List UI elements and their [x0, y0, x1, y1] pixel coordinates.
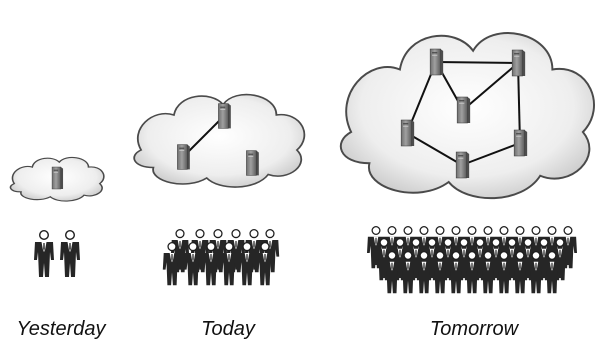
person-icon — [447, 250, 465, 294]
network-link — [406, 132, 463, 166]
servers-layer — [51, 48, 528, 190]
person-icon — [237, 241, 257, 286]
person-icon — [34, 229, 54, 277]
server-icon — [456, 96, 471, 124]
label-today: Today — [201, 318, 255, 340]
network-link — [462, 62, 519, 111]
label-yesterday: Yesterday — [16, 318, 106, 340]
server-icon — [400, 119, 415, 147]
server-icon — [429, 48, 444, 76]
network-link — [461, 142, 521, 166]
network-link — [517, 62, 521, 144]
person-icon — [415, 250, 433, 294]
server-icon — [511, 49, 526, 77]
person-icon — [431, 250, 449, 294]
network-link — [435, 61, 519, 64]
network-link — [182, 115, 225, 158]
label-tomorrow: Tomorrow — [429, 318, 519, 340]
person-icon — [511, 250, 529, 294]
person-icon — [495, 250, 513, 294]
server-icon — [513, 129, 528, 157]
person-icon — [219, 241, 239, 286]
person-icon — [255, 241, 275, 286]
server-icon — [177, 144, 190, 170]
server-icon — [218, 103, 231, 129]
person-icon — [527, 250, 545, 294]
person-icon — [463, 250, 481, 294]
person-icon — [183, 241, 203, 286]
person-icon — [543, 250, 561, 294]
network-links-today — [182, 115, 225, 158]
cloud-today — [133, 93, 306, 188]
person-icon — [60, 229, 80, 277]
server-icon — [455, 151, 470, 179]
person-icon — [383, 250, 401, 294]
server-icon — [246, 150, 259, 176]
person-icon — [162, 241, 182, 286]
person-icon — [479, 250, 497, 294]
person-icon — [399, 250, 417, 294]
person-icon — [201, 241, 221, 286]
server-icon — [51, 166, 64, 190]
people-layer — [34, 225, 577, 294]
